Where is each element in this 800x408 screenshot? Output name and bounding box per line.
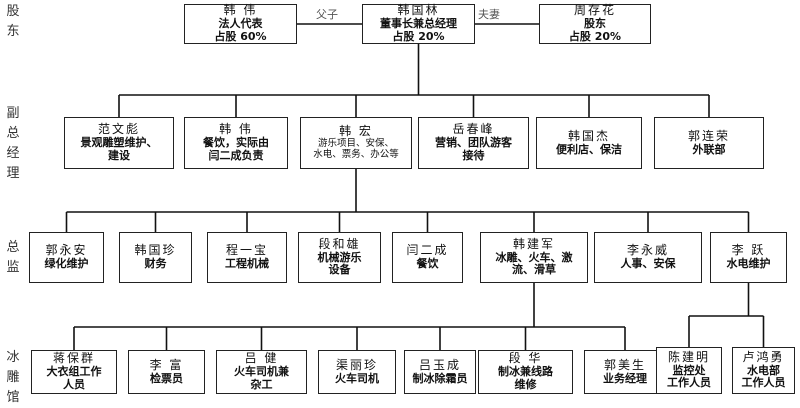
person-role-line: 董事长兼总经理	[380, 17, 457, 31]
person-role-line: 杂工	[250, 377, 273, 391]
person-role-line: 游乐项目、安保、	[317, 137, 394, 149]
person-name: 李 富	[149, 357, 184, 372]
person-box: 陈建明监控处工作人员	[656, 347, 722, 394]
person-role-line: 冰雕、火车、激	[495, 250, 573, 264]
person-name: 范文彪	[97, 122, 140, 137]
person-name: 渠丽珍	[335, 357, 378, 372]
side-label-vice-gm: 副总经理	[6, 106, 20, 182]
person-name: 吕玉成	[418, 357, 461, 372]
person-role-line: 法人代表	[218, 17, 263, 31]
person-role-line: 工程机械	[225, 257, 269, 271]
person-name: 韩国珍	[134, 243, 177, 258]
person-box: 郭连荣外联部	[654, 117, 764, 169]
relation-father-son: 父子	[316, 8, 338, 21]
person-name: 闫二成	[406, 243, 449, 258]
person-role-line: 制冰除霜员	[412, 371, 468, 385]
person-name: 段 华	[508, 351, 543, 366]
person-box: 吕玉成制冰除霜员	[404, 350, 476, 394]
person-role-line: 餐饮，实际由	[203, 136, 269, 150]
person-name: 郭连荣	[687, 128, 730, 143]
person-role-line: 股东	[584, 17, 606, 31]
person-role-line: 接待	[462, 148, 485, 162]
person-role-line: 占股 20%	[568, 29, 622, 43]
person-box: 卢鸿勇水电部工作人员	[732, 347, 795, 394]
person-box: 韩国杰便利店、保洁	[536, 117, 642, 169]
person-name: 韩国杰	[567, 128, 610, 143]
person-name: 周存花	[573, 3, 616, 18]
person-box: 段 华制冰兼线路维修	[478, 350, 573, 394]
person-name: 韩建军	[512, 236, 555, 251]
relation-spouse: 夫妻	[478, 8, 500, 21]
person-name: 吕 健	[244, 351, 279, 366]
person-name: 程一宝	[225, 243, 268, 258]
person-name: 蒋保群	[52, 351, 95, 366]
person-box: 韩 宏游乐项目、安保、水电、票务、办公等	[300, 117, 412, 169]
person-role-line: 水电维护	[726, 257, 771, 271]
person-name: 郭永安	[45, 243, 88, 258]
person-role-line: 闫二成负责	[208, 148, 264, 162]
side-label-ice-hall: 冰雕馆	[6, 350, 20, 406]
person-box: 李永威人事、安保	[594, 232, 702, 283]
person-role-line: 绿化维护	[44, 257, 89, 271]
person-name: 李永威	[626, 243, 669, 258]
person-box: 渠丽珍火车司机	[318, 350, 396, 394]
person-name: 卢鸿勇	[742, 349, 785, 364]
person-box: 蒋保群大衣组工作人员	[31, 350, 117, 394]
person-box: 韩 伟法人代表占股 60%	[184, 4, 297, 44]
person-name: 韩 伟	[223, 3, 258, 18]
person-box: 李 跃水电维护	[710, 232, 787, 283]
person-name: 郭美生	[603, 357, 646, 372]
person-box: 吕 健火车司机兼杂工	[216, 350, 307, 394]
person-role-line: 制冰兼线路	[498, 365, 553, 379]
person-role-line: 财务	[144, 257, 167, 271]
person-name: 段和雄	[318, 236, 361, 251]
person-role-line: 火车司机兼	[234, 365, 289, 379]
person-name: 陈建明	[667, 349, 710, 364]
person-box: 郭美生业务经理	[584, 350, 666, 394]
person-box: 郭永安绿化维护	[29, 232, 104, 283]
person-box: 周存花股东占股 20%	[539, 4, 651, 44]
person-role-line: 便利店、保洁	[556, 142, 622, 156]
person-role-line: 流、滑草	[512, 263, 556, 277]
person-box: 闫二成餐饮	[392, 232, 463, 283]
person-role-line: 人事、安保	[620, 257, 676, 271]
person-box: 段和雄机械游乐设备	[298, 232, 381, 283]
person-box: 李 富检票员	[128, 350, 205, 394]
person-box: 韩建军冰雕、火车、激流、滑草	[480, 232, 588, 283]
person-role-line: 业务经理	[603, 371, 647, 385]
person-role-line: 外联部	[692, 142, 726, 156]
person-role-line: 设备	[328, 263, 351, 277]
person-role-line: 餐饮	[416, 257, 439, 271]
person-role-line: 工作人员	[741, 376, 786, 390]
person-role-line: 机械游乐	[317, 250, 362, 264]
side-label-shareholders: 股东	[6, 4, 20, 40]
person-box: 范文彪景观雕塑维护、建设	[64, 117, 174, 169]
person-role-line: 水电、票务、办公等	[313, 148, 399, 160]
person-name: 韩 宏	[339, 124, 373, 139]
person-role-line: 工作人员	[667, 376, 711, 390]
person-role-line: 火车司机	[335, 371, 379, 385]
person-role-line: 水电部	[747, 363, 780, 377]
person-role-line: 景观雕塑维护、	[80, 136, 158, 150]
person-role-line: 维修	[514, 377, 537, 391]
person-box: 韩 伟餐饮，实际由闫二成负责	[184, 117, 288, 169]
person-box: 韩国林董事长兼总经理占股 20%	[362, 4, 475, 44]
person-role-line: 监控处	[672, 363, 706, 377]
person-name: 岳春峰	[452, 122, 495, 137]
person-role-line: 建设	[108, 148, 130, 162]
person-role-line: 人员	[63, 377, 85, 391]
person-name: 韩国林	[397, 3, 440, 18]
person-name: 韩 伟	[219, 122, 253, 137]
person-role-line: 营销、团队游客	[435, 136, 512, 150]
person-box: 岳春峰营销、团队游客接待	[418, 117, 529, 169]
person-role-line: 占股 20%	[392, 29, 445, 43]
person-role-line: 占股 60%	[214, 29, 267, 43]
person-box: 韩国珍财务	[119, 232, 192, 283]
person-role-line: 检票员	[150, 371, 183, 385]
person-box: 程一宝工程机械	[207, 232, 287, 283]
person-role-line: 大衣组工作	[46, 365, 102, 379]
side-label-director: 总监	[6, 240, 20, 276]
person-name: 李 跃	[731, 243, 766, 258]
